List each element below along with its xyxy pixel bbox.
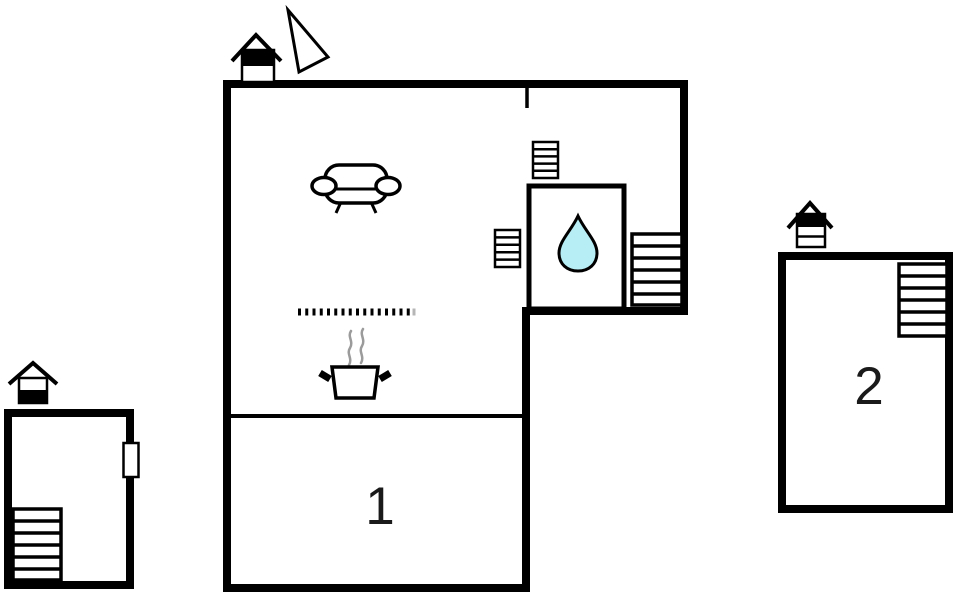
- window-marker: [122, 441, 140, 479]
- cooking-pot-icon: [330, 365, 380, 400]
- main-building-outline: [223, 80, 688, 592]
- entrance-house-icon: [786, 199, 834, 249]
- room-label-2: 2: [854, 357, 883, 416]
- kitchen-icons: [298, 308, 416, 400]
- stairs-icon: [897, 262, 949, 338]
- right-annex: 2: [778, 199, 953, 513]
- ladder-icon: [493, 228, 522, 269]
- house-roof: [230, 32, 283, 63]
- entrance-house-icon: [230, 32, 283, 84]
- pot-handle: [318, 369, 332, 383]
- house-body-filled-half: [797, 214, 825, 227]
- steam-icon: [359, 327, 365, 365]
- house-body-filled-half: [242, 50, 274, 66]
- pot-handle: [378, 369, 392, 383]
- left-annex: [4, 360, 140, 589]
- stairs-icon: [11, 507, 63, 582]
- ladder-outline: [531, 140, 560, 180]
- sofa-armrest: [374, 175, 402, 197]
- house-roof: [786, 199, 834, 230]
- north-arrow-icon: [285, 4, 331, 75]
- room-label-1: 1: [365, 477, 394, 536]
- ladder-outline: [493, 228, 522, 269]
- house-roof: [7, 360, 59, 386]
- bathroom: [526, 183, 627, 312]
- stairs-icon: [630, 232, 684, 307]
- main-building: 1: [223, 80, 688, 592]
- entrance-house-icon: [7, 360, 59, 405]
- water-drop-icon: [557, 212, 599, 273]
- ladder-icon: [531, 140, 560, 180]
- sofa-armrest: [310, 175, 338, 197]
- steam-icon: [347, 329, 353, 367]
- sofa-icon: [310, 163, 402, 214]
- house-body-filled-half: [19, 390, 47, 403]
